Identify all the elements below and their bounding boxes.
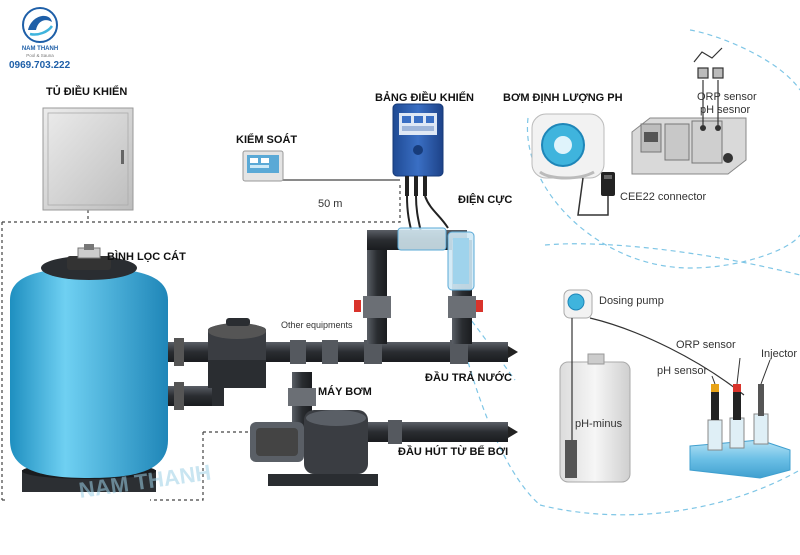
label-dosing-pump: Dosing pump [599,295,664,307]
label-kiem-soat: KIỂM SOÁT [236,134,298,146]
main-control-panel [392,103,444,196]
label-dau-hut: ĐẦU HÚT TỪ BỂ BƠI [398,446,509,458]
label-injector: Injector [761,348,798,360]
label-cee22-connector: CEE22 connector [620,191,707,203]
label-ph-sensor: pH sensor [657,365,708,377]
label-ph-sensor-top: pH sesnor [700,104,751,116]
label-bom-dinh-luong: BƠM ĐỊNH LƯỢNG PH [503,92,623,104]
brand-logo [22,7,58,43]
return-arrow-icon [508,346,518,358]
multiport-valve [168,318,298,410]
control-cabinet [42,107,134,211]
suction-arrow-icon [508,426,518,438]
dosing-pump-small [563,289,745,440]
label-may-bom: MÁY BƠM [318,386,372,398]
brand-name: NAM THANH [22,46,58,52]
control-wiring [1,179,401,501]
control-display [242,150,284,182]
label-ph-minus: pH-minus [575,418,623,430]
brand-tagline: Pool & Sauna [26,53,54,58]
ph-minus-container [559,353,631,483]
label-orp-sensor: ORP sensor [676,339,736,351]
label-bang-dieu-khien: BẢNG ĐIỀU KHIỂN [375,92,475,104]
label-dien-cuc: ĐIỆN CỰC [458,194,513,206]
ph-dosing-pump-top [531,113,605,180]
ph-orp-controller-unit [631,117,747,175]
label-orp-sensor-top: ORP sensor [697,91,757,103]
label-dau-tra-nuoc: ĐẦU TRẢ NƯỚC [425,372,512,384]
circulation-pump [250,410,508,486]
label-other-equipments: Other equipments [281,320,353,330]
sand-filter-tank [10,244,168,492]
electrode-cell [397,227,475,291]
sensor-pipe-assembly [689,357,791,479]
sensor-cables-top [693,47,724,125]
label-binh-loc-cat: BÌNH LỌC CÁT [107,251,186,263]
cee22-connector-cable [577,172,615,216]
label-tu-dieu-khien: TỦ ĐIỀU KHIỂN [46,86,128,98]
label-cable-distance: 50 m [318,198,343,210]
brand-phone: 0969.703.222 [9,60,71,71]
